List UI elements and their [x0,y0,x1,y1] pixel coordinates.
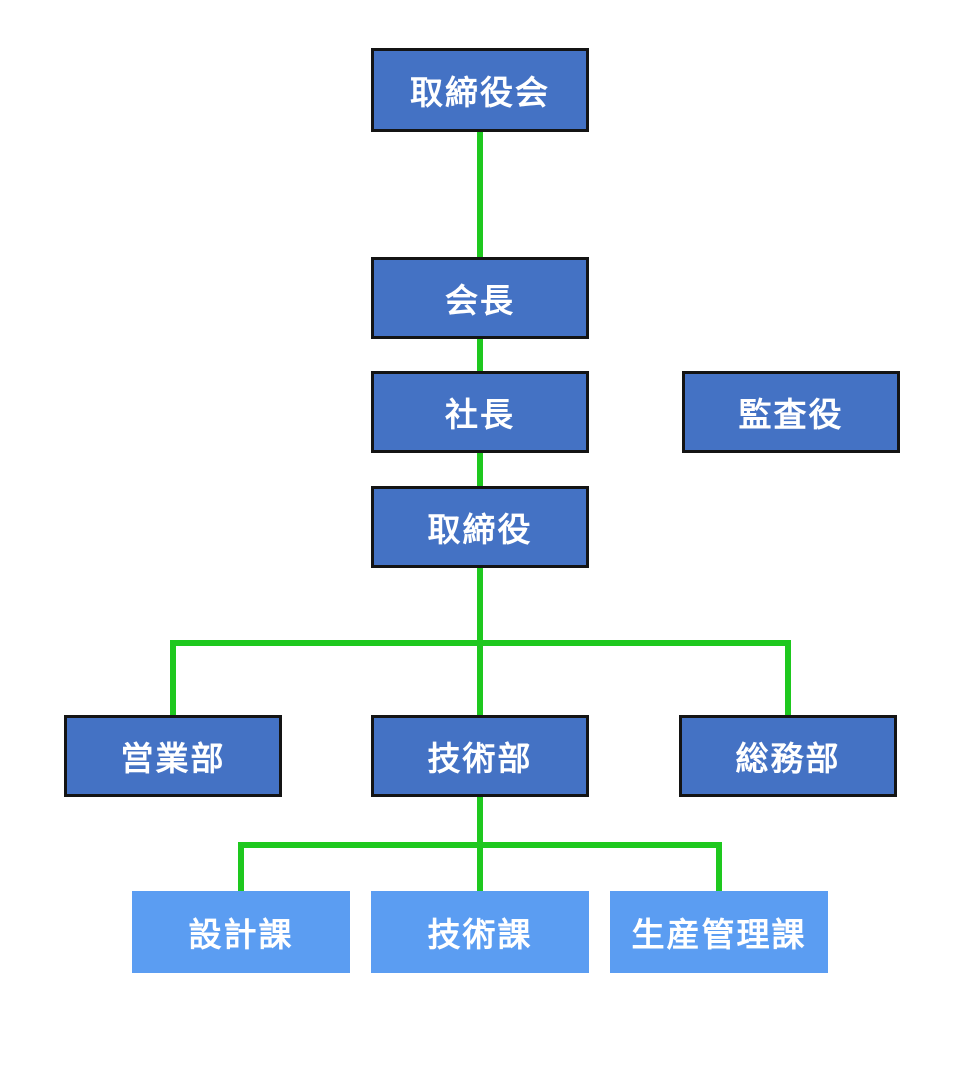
org-node-president: 社長 [371,371,589,453]
connector-branch-to-general-affairs-dept [785,640,791,715]
org-node-board-label: 取締役会 [410,74,550,111]
org-node-engineering-dept: 技術部 [371,715,589,797]
org-node-general-affairs-dept-label: 総務部 [735,740,841,777]
connector-sections-branch-horizontal [238,842,722,848]
org-node-board: 取締役会 [371,48,589,132]
org-node-president-label: 社長 [445,396,515,433]
org-node-design-section-label: 設計課 [188,916,294,953]
org-node-auditor: 監査役 [682,371,900,453]
connector-president-to-director [477,453,483,486]
org-node-engineering-section-label: 技術課 [427,916,533,953]
org-node-chairman-label: 会長 [445,282,515,319]
org-node-engineering-dept-label: 技術部 [427,740,533,777]
org-node-sales-dept-label: 営業部 [120,740,226,777]
org-node-sales-dept: 営業部 [64,715,282,797]
connector-chairman-to-president [477,339,483,371]
org-node-design-section: 設計課 [132,891,350,973]
connector-branch-to-design-section [238,842,244,891]
connector-departments-branch-horizontal [170,640,791,646]
org-node-production-control-section: 生産管理課 [610,891,828,973]
connector-branch-to-sales-dept [170,640,176,715]
connector-board-to-chairman [477,132,483,257]
org-node-auditor-label: 監査役 [738,396,844,433]
org-node-general-affairs-dept: 総務部 [679,715,897,797]
org-node-engineering-section: 技術課 [371,891,589,973]
connector-branch-to-production-control-section [716,842,722,891]
org-node-chairman: 会長 [371,257,589,339]
org-node-director-label: 取締役 [427,511,533,548]
org-node-production-control-section-label: 生産管理課 [631,916,807,953]
org-node-director: 取締役 [371,486,589,568]
